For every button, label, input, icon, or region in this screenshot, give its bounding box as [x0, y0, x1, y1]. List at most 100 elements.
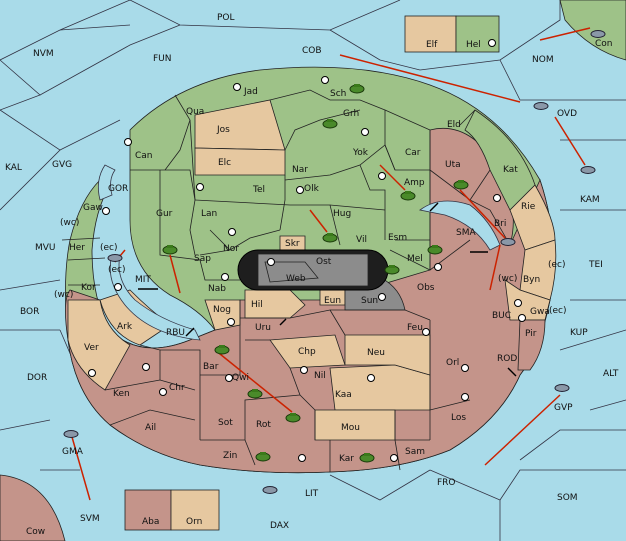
land-label: Los — [451, 413, 466, 423]
sea-GOR-channel — [97, 164, 116, 201]
sea-label: LIT — [305, 489, 319, 499]
province-Pir[interactable] — [517, 319, 546, 371]
sea-label: TEI — [588, 260, 603, 270]
army-unit-icon[interactable] — [384, 265, 400, 275]
land-label: Qwi — [232, 373, 249, 383]
sea-label: COB — [302, 46, 322, 56]
land-label: Bri — [494, 219, 506, 229]
coast-label-layer: (wc) (ec) (ec) (wc) (wc) (ec) (ec) — [54, 218, 567, 316]
sea-label: BUC — [492, 311, 511, 321]
province-Ark[interactable] — [99, 289, 171, 346]
land-label: Can — [135, 151, 153, 161]
army-unit-icon[interactable] — [285, 413, 301, 423]
army-unit-icon[interactable] — [322, 233, 338, 243]
sea-label: ALT — [603, 369, 619, 379]
sea-label: SVM — [80, 514, 100, 524]
province-Gwa[interactable] — [504, 279, 551, 321]
army-unit-icon[interactable] — [214, 345, 230, 355]
land-label: Zin — [223, 451, 237, 461]
land-label: Nor — [223, 244, 239, 254]
army-unit-icon[interactable] — [162, 245, 178, 255]
sea-label-layer: POL NVM FUN COB NOM OVD KAL GVG GOR KAM … — [5, 13, 619, 531]
sea-label: SOM — [557, 493, 578, 503]
fleet-unit-icon[interactable] — [500, 238, 516, 246]
province-Elc[interactable] — [194, 147, 286, 176]
land-label: Kar — [339, 454, 354, 464]
supply-center-marker — [267, 258, 275, 266]
supply-center-marker — [227, 318, 235, 326]
army-unit-icon[interactable] — [247, 389, 263, 399]
supply-center-marker — [296, 186, 304, 194]
province-Car[interactable] — [384, 109, 431, 171]
supply-center-marker — [233, 83, 241, 91]
army-unit-icon[interactable] — [400, 191, 416, 201]
land-label: Kaa — [335, 390, 352, 400]
supply-center-marker — [514, 299, 522, 307]
land-label: Gwa — [530, 307, 550, 317]
province-Aba[interactable] — [124, 489, 172, 531]
province-Elf[interactable] — [404, 15, 457, 53]
fleet-unit-icon[interactable] — [63, 430, 79, 438]
sea-label: GVG — [52, 160, 72, 170]
land-label: Hil — [251, 300, 263, 310]
province-Neu[interactable] — [344, 334, 431, 376]
fleet-unit-icon[interactable] — [533, 102, 549, 110]
army-unit-icon[interactable] — [255, 452, 271, 462]
land-label: Feu — [407, 323, 423, 333]
land-label: Pir — [525, 329, 537, 339]
sea-label: FRO — [437, 478, 456, 488]
units — [63, 30, 606, 494]
supply-center-marker — [367, 374, 375, 382]
supply-center-marker — [88, 369, 96, 377]
army-unit-icon[interactable] — [322, 119, 338, 129]
passage-markers — [138, 202, 517, 377]
supply-center-marker — [124, 138, 132, 146]
sea-label: NOM — [532, 55, 554, 65]
province-Con[interactable] — [559, 0, 626, 61]
army-unit-icon[interactable] — [453, 180, 469, 190]
land-label: Uta — [445, 160, 461, 170]
sea-label: RBU — [166, 328, 185, 338]
coast-label: (ec) — [549, 306, 567, 316]
land-label: Lan — [201, 209, 217, 219]
province-Kaa[interactable] — [329, 364, 431, 411]
sea-label: MVU — [35, 243, 56, 253]
coast-label: (wc) — [60, 218, 79, 228]
land-label: Orl — [446, 358, 459, 368]
land-label: Mou — [341, 423, 360, 433]
fleet-unit-icon[interactable] — [590, 30, 606, 38]
supply-center-marker — [300, 366, 308, 374]
army-unit-icon[interactable] — [427, 245, 443, 255]
army-unit-icon[interactable] — [349, 84, 365, 94]
land-label: Olk — [304, 184, 320, 194]
land-label: Ver — [84, 343, 99, 353]
province-Orn[interactable] — [170, 489, 220, 531]
land-label: Neu — [367, 348, 385, 358]
fleet-unit-icon[interactable] — [580, 166, 596, 174]
land-label: Hel — [466, 40, 481, 50]
coast-label: (wc) — [54, 290, 73, 300]
coast-label: (ec) — [108, 265, 126, 275]
fleet-unit-icon[interactable] — [107, 254, 123, 262]
land-label: Ost — [316, 257, 332, 267]
land-label: Obs — [417, 283, 435, 293]
supply-center-marker — [298, 454, 306, 462]
land-label: Nar — [292, 165, 308, 175]
army-unit-icon[interactable] — [359, 453, 375, 463]
sea-label: OVD — [557, 109, 577, 119]
land-label: Nil — [314, 371, 326, 381]
supply-center-marker — [321, 76, 329, 84]
land-label: Con — [595, 39, 613, 49]
sea-label: SMA — [456, 228, 476, 238]
land-label: Bar — [203, 362, 219, 372]
land-label: Nab — [208, 284, 226, 294]
fleet-unit-icon[interactable] — [554, 384, 570, 392]
sea-label: NVM — [33, 49, 54, 59]
sea-label: MIT — [135, 275, 151, 285]
land-label: Vil — [356, 235, 367, 245]
fleet-unit-icon[interactable] — [262, 486, 278, 494]
sea-label: KAL — [5, 163, 22, 173]
sea-label: DAX — [270, 521, 289, 531]
